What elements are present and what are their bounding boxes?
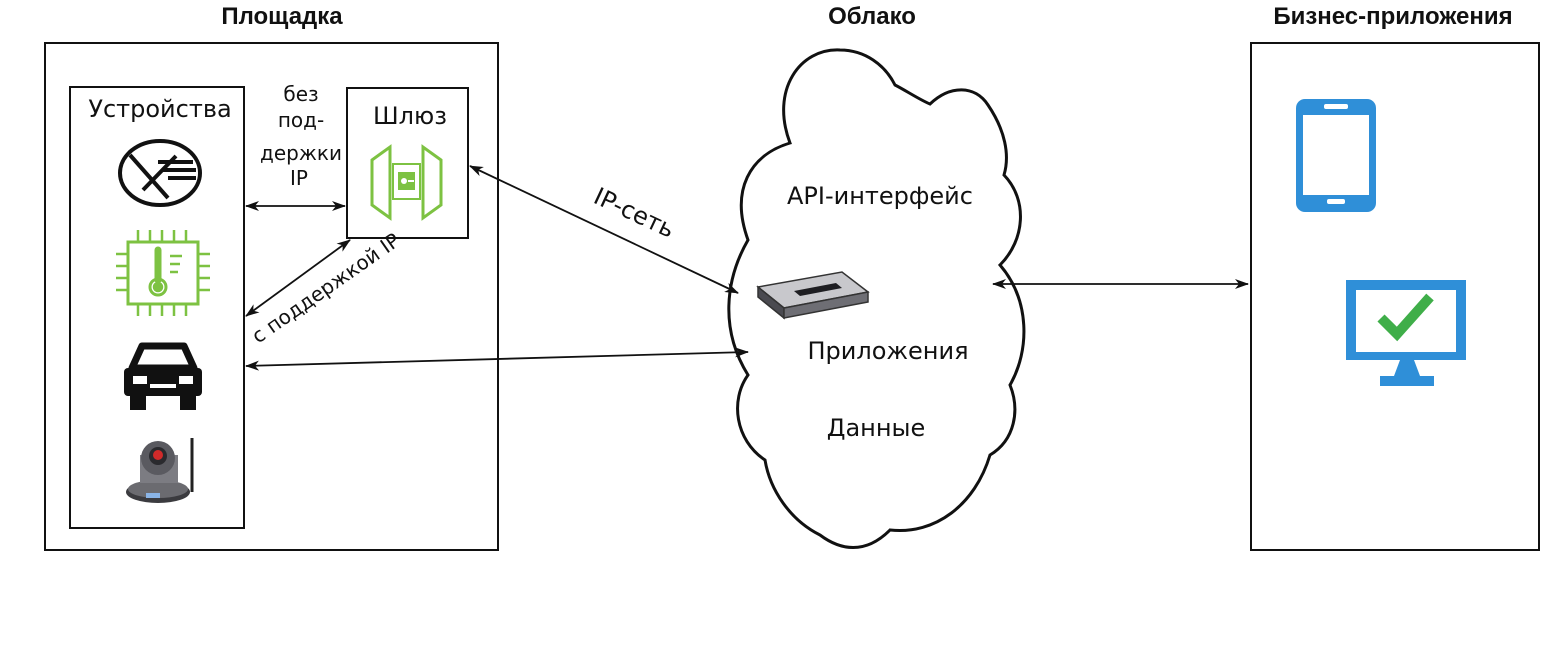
non-ip-line-2: под- [278,108,324,132]
devices-box [69,86,245,529]
arrow-devices-gateway-ip [245,239,351,317]
apps-label: Приложения [807,337,968,365]
site-box [44,42,499,551]
api-label: API-интерфейс [787,182,973,210]
arrow-devices-cloud [245,347,749,371]
heading-site: Площадка [221,3,343,30]
security-camera-icon [126,438,194,503]
business-box [1250,42,1540,551]
heading-business: Бизнес-приложения [1273,3,1512,30]
gateway-icon [370,144,443,221]
lamp-icon [118,139,202,207]
devices-title: Устройства [88,95,231,123]
server-icon [756,271,870,320]
tablet-icon [1296,99,1376,212]
gateway-title: Шлюз [373,102,447,130]
non-ip-line-1: без [283,82,318,106]
ip-support-label: с поддержкой IP [247,228,404,348]
thermometer-chip-icon [116,230,210,316]
non-ip-line-3: держки [260,141,342,165]
non-ip-line-4: IP [290,166,308,190]
car-icon [124,342,202,410]
ip-network-label: IP-сеть [589,182,679,244]
gateway-box [346,87,469,239]
cloud-shape [727,48,1026,549]
monitor-check-icon [1346,280,1466,386]
arrow-gateway-cloud [469,165,739,294]
data-label: Данные [827,414,926,442]
heading-cloud: Облако [828,3,916,30]
